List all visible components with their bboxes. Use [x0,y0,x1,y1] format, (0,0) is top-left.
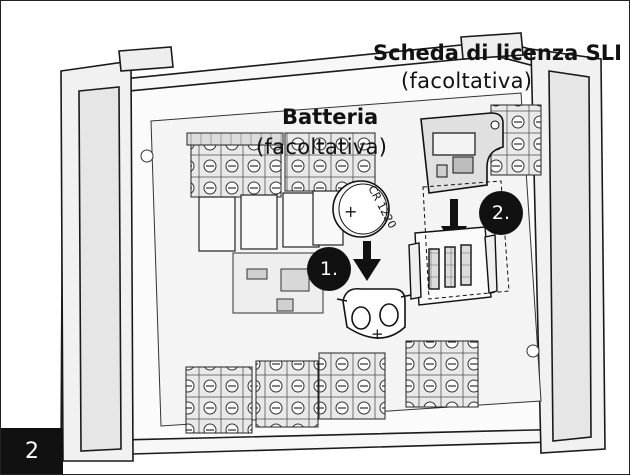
insertion-guide-outline [422,180,510,300]
step-1-badge: 1. [307,247,351,291]
coin-plus-sign: + [344,202,357,221]
arrow-down-icon [353,241,381,281]
battery-subtitle: (facoltativa) [256,135,388,159]
battery-title: Batteria [282,105,379,129]
relays [198,190,344,252]
holder-plus-sign: + [371,325,384,343]
figure-number: 2 [1,428,63,474]
sli-socket [408,226,498,306]
step-2-badge: 2. [479,191,523,235]
bottom-terminal-blocks [185,340,479,434]
sli-card-title: Scheda di licenza SLI [373,41,622,65]
battery-holder [336,287,412,339]
sli-license-card [420,112,504,194]
coin-battery [332,180,390,238]
sli-card-subtitle: (facoltativa) [401,69,533,93]
